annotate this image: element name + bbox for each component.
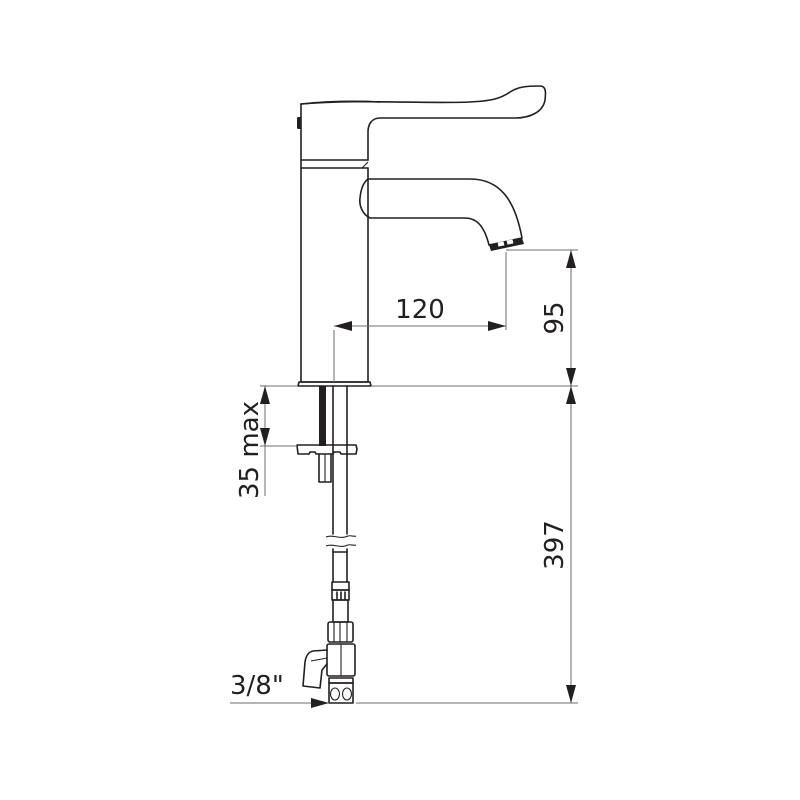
threaded-rod	[319, 386, 326, 446]
dimension-397: 397	[356, 386, 578, 704]
dimension-35-max: 35 max	[235, 385, 298, 499]
dimension-3-8: 3/8"	[230, 671, 329, 708]
connector-3-8	[328, 682, 354, 704]
mounting-plate	[296, 444, 358, 455]
spout	[359, 178, 524, 251]
dim-text-35-max: 35 max	[235, 401, 265, 499]
dim-text-3-8: 3/8"	[230, 671, 284, 701]
dimension-120: 120	[334, 252, 507, 331]
mounting-assembly	[296, 385, 358, 704]
dim-text-397: 397	[540, 520, 570, 570]
lever-handle	[300, 85, 547, 161]
side-button	[297, 117, 301, 129]
aerator	[489, 238, 524, 251]
dimension-95: 95	[372, 249, 578, 387]
dim-text-120: 120	[395, 295, 445, 325]
dim-text-95: 95	[540, 301, 570, 334]
valve-lever	[302, 649, 328, 689]
